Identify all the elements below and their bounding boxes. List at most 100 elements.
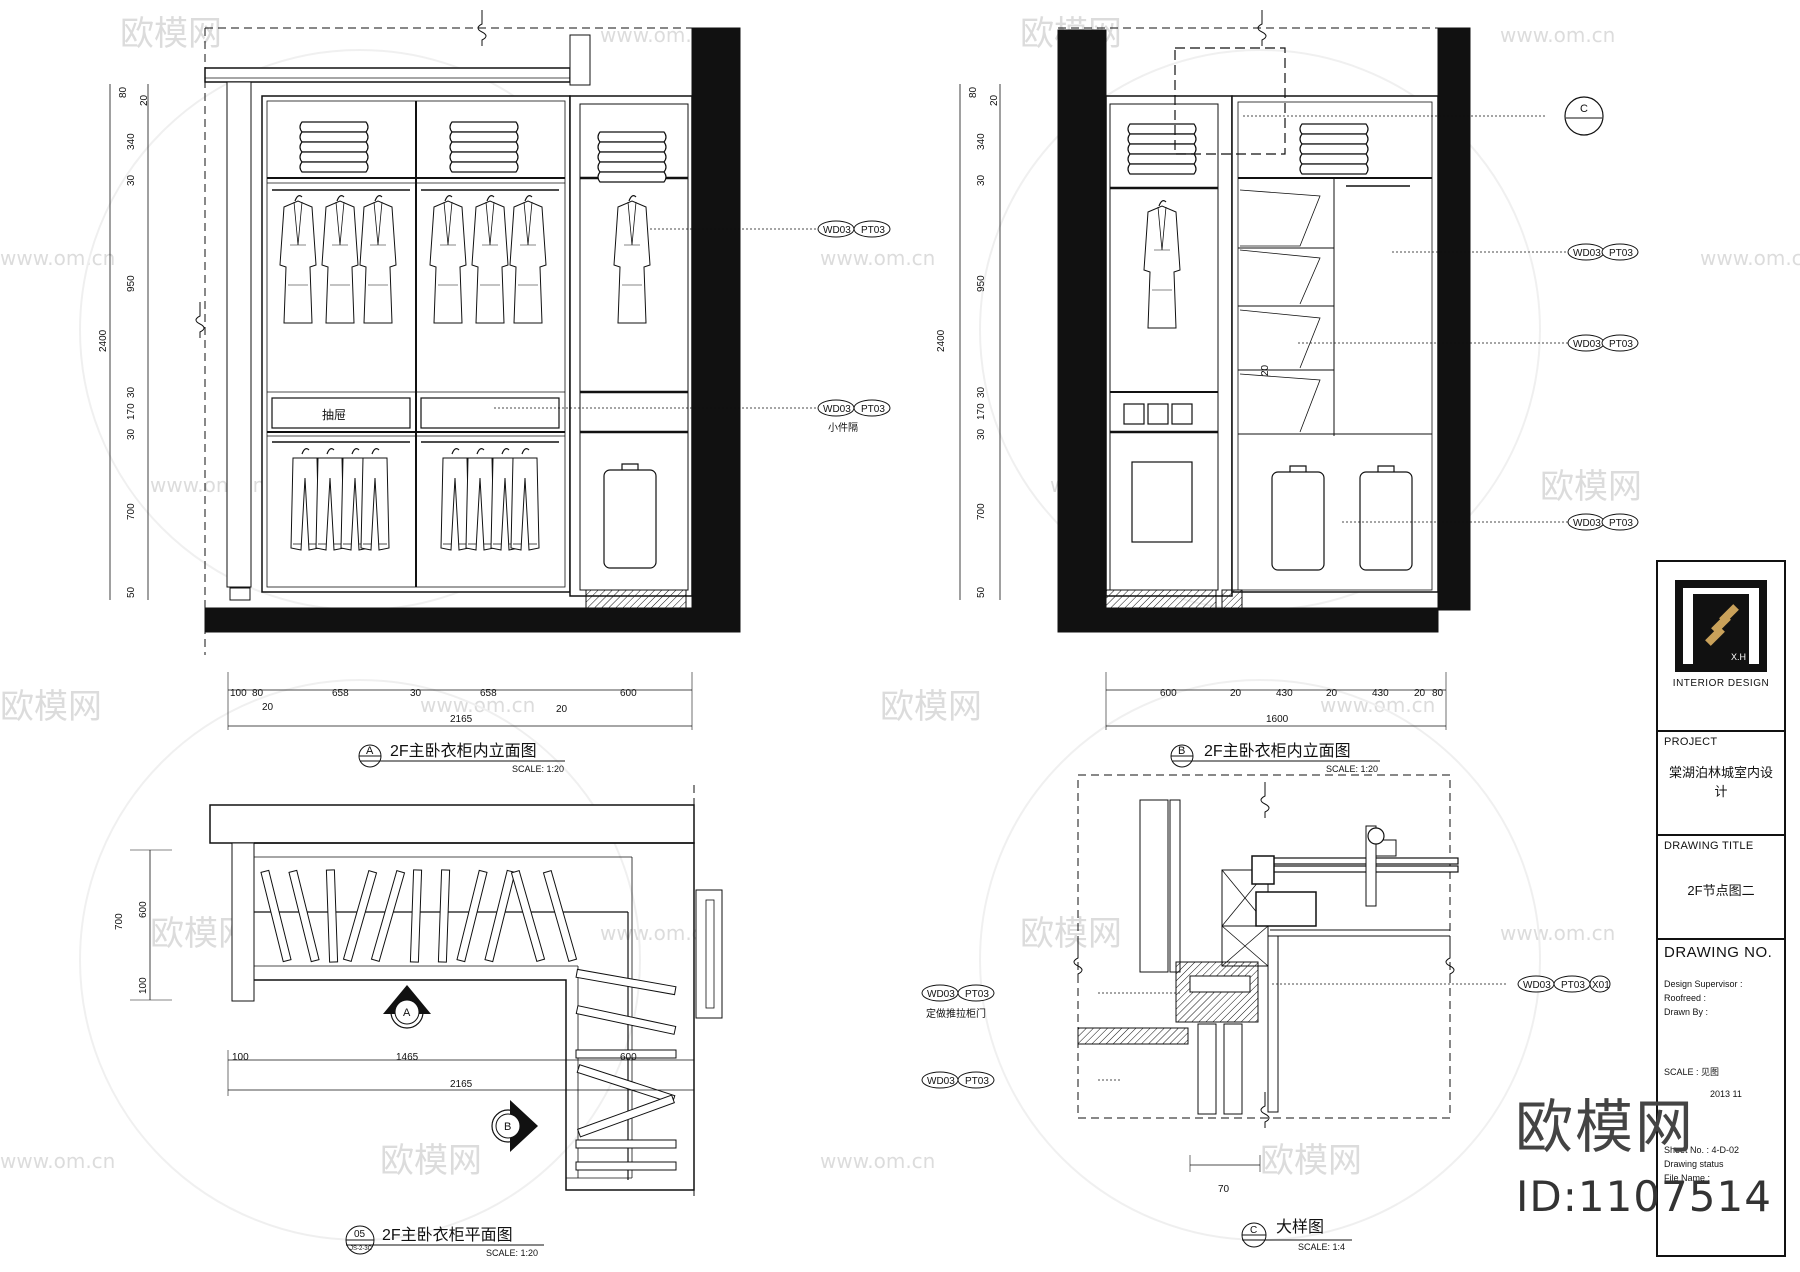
wm-url: www.om.cn	[1700, 246, 1800, 270]
dim-label: 80	[1432, 688, 1444, 699]
dim-label: 600	[1160, 688, 1177, 699]
dim-label: 20	[1326, 688, 1338, 699]
wm-url: www.om.cn	[0, 1149, 115, 1173]
drawer-label: 抽屉	[322, 408, 346, 422]
material-tag: PT03	[861, 225, 885, 236]
material-tag: PT03	[965, 989, 989, 1000]
dim-label: 700	[126, 503, 137, 520]
wm-brand: 欧模网	[380, 1141, 482, 1181]
dim-label: 50	[126, 586, 137, 598]
plan-marker-top: 05	[354, 1229, 366, 1240]
wm-url: www.om.cn	[0, 246, 115, 270]
dim-label: 30	[410, 688, 422, 699]
dim-total: 2400	[98, 329, 109, 352]
detail-scale: SCALE: 1:4	[1298, 1242, 1345, 1252]
dim-label: 30	[976, 428, 987, 440]
detail-title: 大样图	[1276, 1218, 1324, 1236]
wm-url: www.om.cn	[820, 1149, 935, 1173]
elevation-a-tags: WD03 PT03 WD03 PT03 小件隔	[494, 220, 891, 434]
plan-labels: 700 600 100 100 1465 600 2165 A B 05 JS-…	[114, 901, 637, 1258]
dim-label: 30	[976, 174, 987, 186]
elevation-a	[109, 9, 741, 655]
wm-brand: 欧模网	[1540, 467, 1642, 507]
wm-brand: 欧模网	[1020, 914, 1122, 954]
drawing-status: Drawing status	[1664, 1159, 1724, 1169]
dim-total: 2165	[450, 714, 473, 725]
dim-label: 70	[1218, 1184, 1230, 1195]
dim-label: 950	[126, 275, 137, 292]
material-tag: PT03	[1609, 518, 1633, 529]
elevation-b-tags: C WD03 PT03 WD03 PT03 WD03 PT03	[1298, 96, 1639, 531]
dim-label: 30	[126, 174, 137, 186]
design-supervisor: Design Supervisor :	[1664, 979, 1743, 989]
dim-label: 50	[976, 586, 987, 598]
material-note: 定做推拉柜门	[926, 1007, 986, 1020]
dim-label: 100	[230, 688, 247, 699]
detail-c-labels: WD03 PT03 定做推拉柜门 WD03 PT03 WD03 PT03 X01…	[921, 975, 1611, 1252]
drawing-title-caption: DRAWING TITLE	[1664, 840, 1754, 852]
dim-label: 430	[1372, 688, 1389, 699]
drawing-title-section: DRAWING TITLE 2F节点图二	[1658, 836, 1784, 940]
dim-label: 430	[1276, 688, 1293, 699]
material-tag: PT03	[861, 404, 885, 415]
title-block-logo-section: X.H INTERIOR DESIGN	[1658, 562, 1784, 732]
material-tag: PT03	[965, 1076, 989, 1087]
material-tag: PT03	[1609, 339, 1633, 350]
dim-label: 600	[620, 688, 637, 699]
dim-label: 30	[126, 386, 137, 398]
dim-label: 20	[262, 702, 274, 713]
elevation-b-scale: SCALE: 1:20	[1326, 764, 1378, 774]
title-block: X.H INTERIOR DESIGN PROJECT 棠湖泊林城室内设计 DR…	[1656, 560, 1786, 1257]
dim-label: 20	[989, 94, 1000, 106]
material-tag: WD03	[823, 225, 851, 236]
dim-label: 20	[139, 94, 150, 106]
elevation-b-title: 2F主卧衣柜内立面图	[1204, 742, 1351, 760]
material-tag: WD03	[1573, 339, 1601, 350]
dim-label: 340	[126, 133, 137, 150]
firm-name: INTERIOR DESIGN	[1672, 678, 1770, 689]
watermark-brand-large: 欧模网	[1515, 1093, 1696, 1161]
dim-label: 30	[126, 428, 137, 440]
elevation-marker-label: A	[366, 745, 374, 757]
dim-total: 2400	[936, 329, 947, 352]
dim-label: 1465	[396, 1052, 419, 1063]
dim-label: 170	[126, 403, 137, 420]
logo-mark-text: X.H	[1731, 652, 1747, 662]
inner-dim-label: 20	[1260, 364, 1271, 376]
dim-label: 600	[620, 1052, 637, 1063]
material-tag: PT03	[1561, 980, 1585, 991]
section-marker-a: A	[383, 985, 431, 1029]
roofreed: Roofreed :	[1664, 993, 1707, 1003]
dim-label: 700	[114, 913, 125, 930]
dim-label: 658	[480, 688, 497, 699]
plan-scale: SCALE: 1:20	[486, 1248, 538, 1258]
elevation-marker-label: B	[1178, 745, 1185, 757]
material-tag: WD03	[1573, 248, 1601, 259]
drawn-by: Drawn By :	[1664, 1007, 1709, 1017]
detail-c	[1073, 774, 1508, 1172]
material-tag: X01	[1592, 980, 1610, 991]
dim-label: 600	[138, 901, 149, 918]
elevation-b-vertical-dims: 80 20 340 30 950 30 170 30 700 50 2400 2…	[936, 86, 1271, 598]
section-marker-b: B	[491, 1100, 538, 1152]
wm-brand: 欧模网	[120, 14, 222, 54]
dim-label: 80	[118, 86, 129, 98]
dim-label: 950	[976, 275, 987, 292]
elevation-a-vertical-dims: 80 20 340 30 950 30 170 30 700 50 2400	[98, 86, 150, 598]
detail-marker-label: C	[1250, 1225, 1257, 1236]
material-tag: WD03	[927, 1076, 955, 1087]
dim-label: 80	[968, 86, 979, 98]
dim-label: 30	[976, 386, 987, 398]
watermark-id: ID:1107514	[1516, 1172, 1772, 1221]
date-value: 2013 11	[1710, 1089, 1742, 1099]
dim-label: 340	[976, 133, 987, 150]
elevation-a-hdim-labels: 100 80 658 30 658 600 20 20 2165 A 2F主卧衣…	[230, 408, 637, 774]
project-name: 棠湖泊林城室内设计	[1668, 765, 1773, 799]
plan-title: 2F主卧衣柜平面图	[382, 1226, 513, 1244]
plan-marker-bottom: JS-2-3C	[350, 1246, 373, 1252]
wm-brand: 欧模网	[1260, 1141, 1362, 1181]
material-note: 小件隔	[828, 422, 858, 434]
svg-text:B: B	[504, 1121, 511, 1133]
scale-row: SCALE : 见图	[1664, 1065, 1778, 1079]
drawing-no-caption: DRAWING NO.	[1664, 944, 1773, 961]
